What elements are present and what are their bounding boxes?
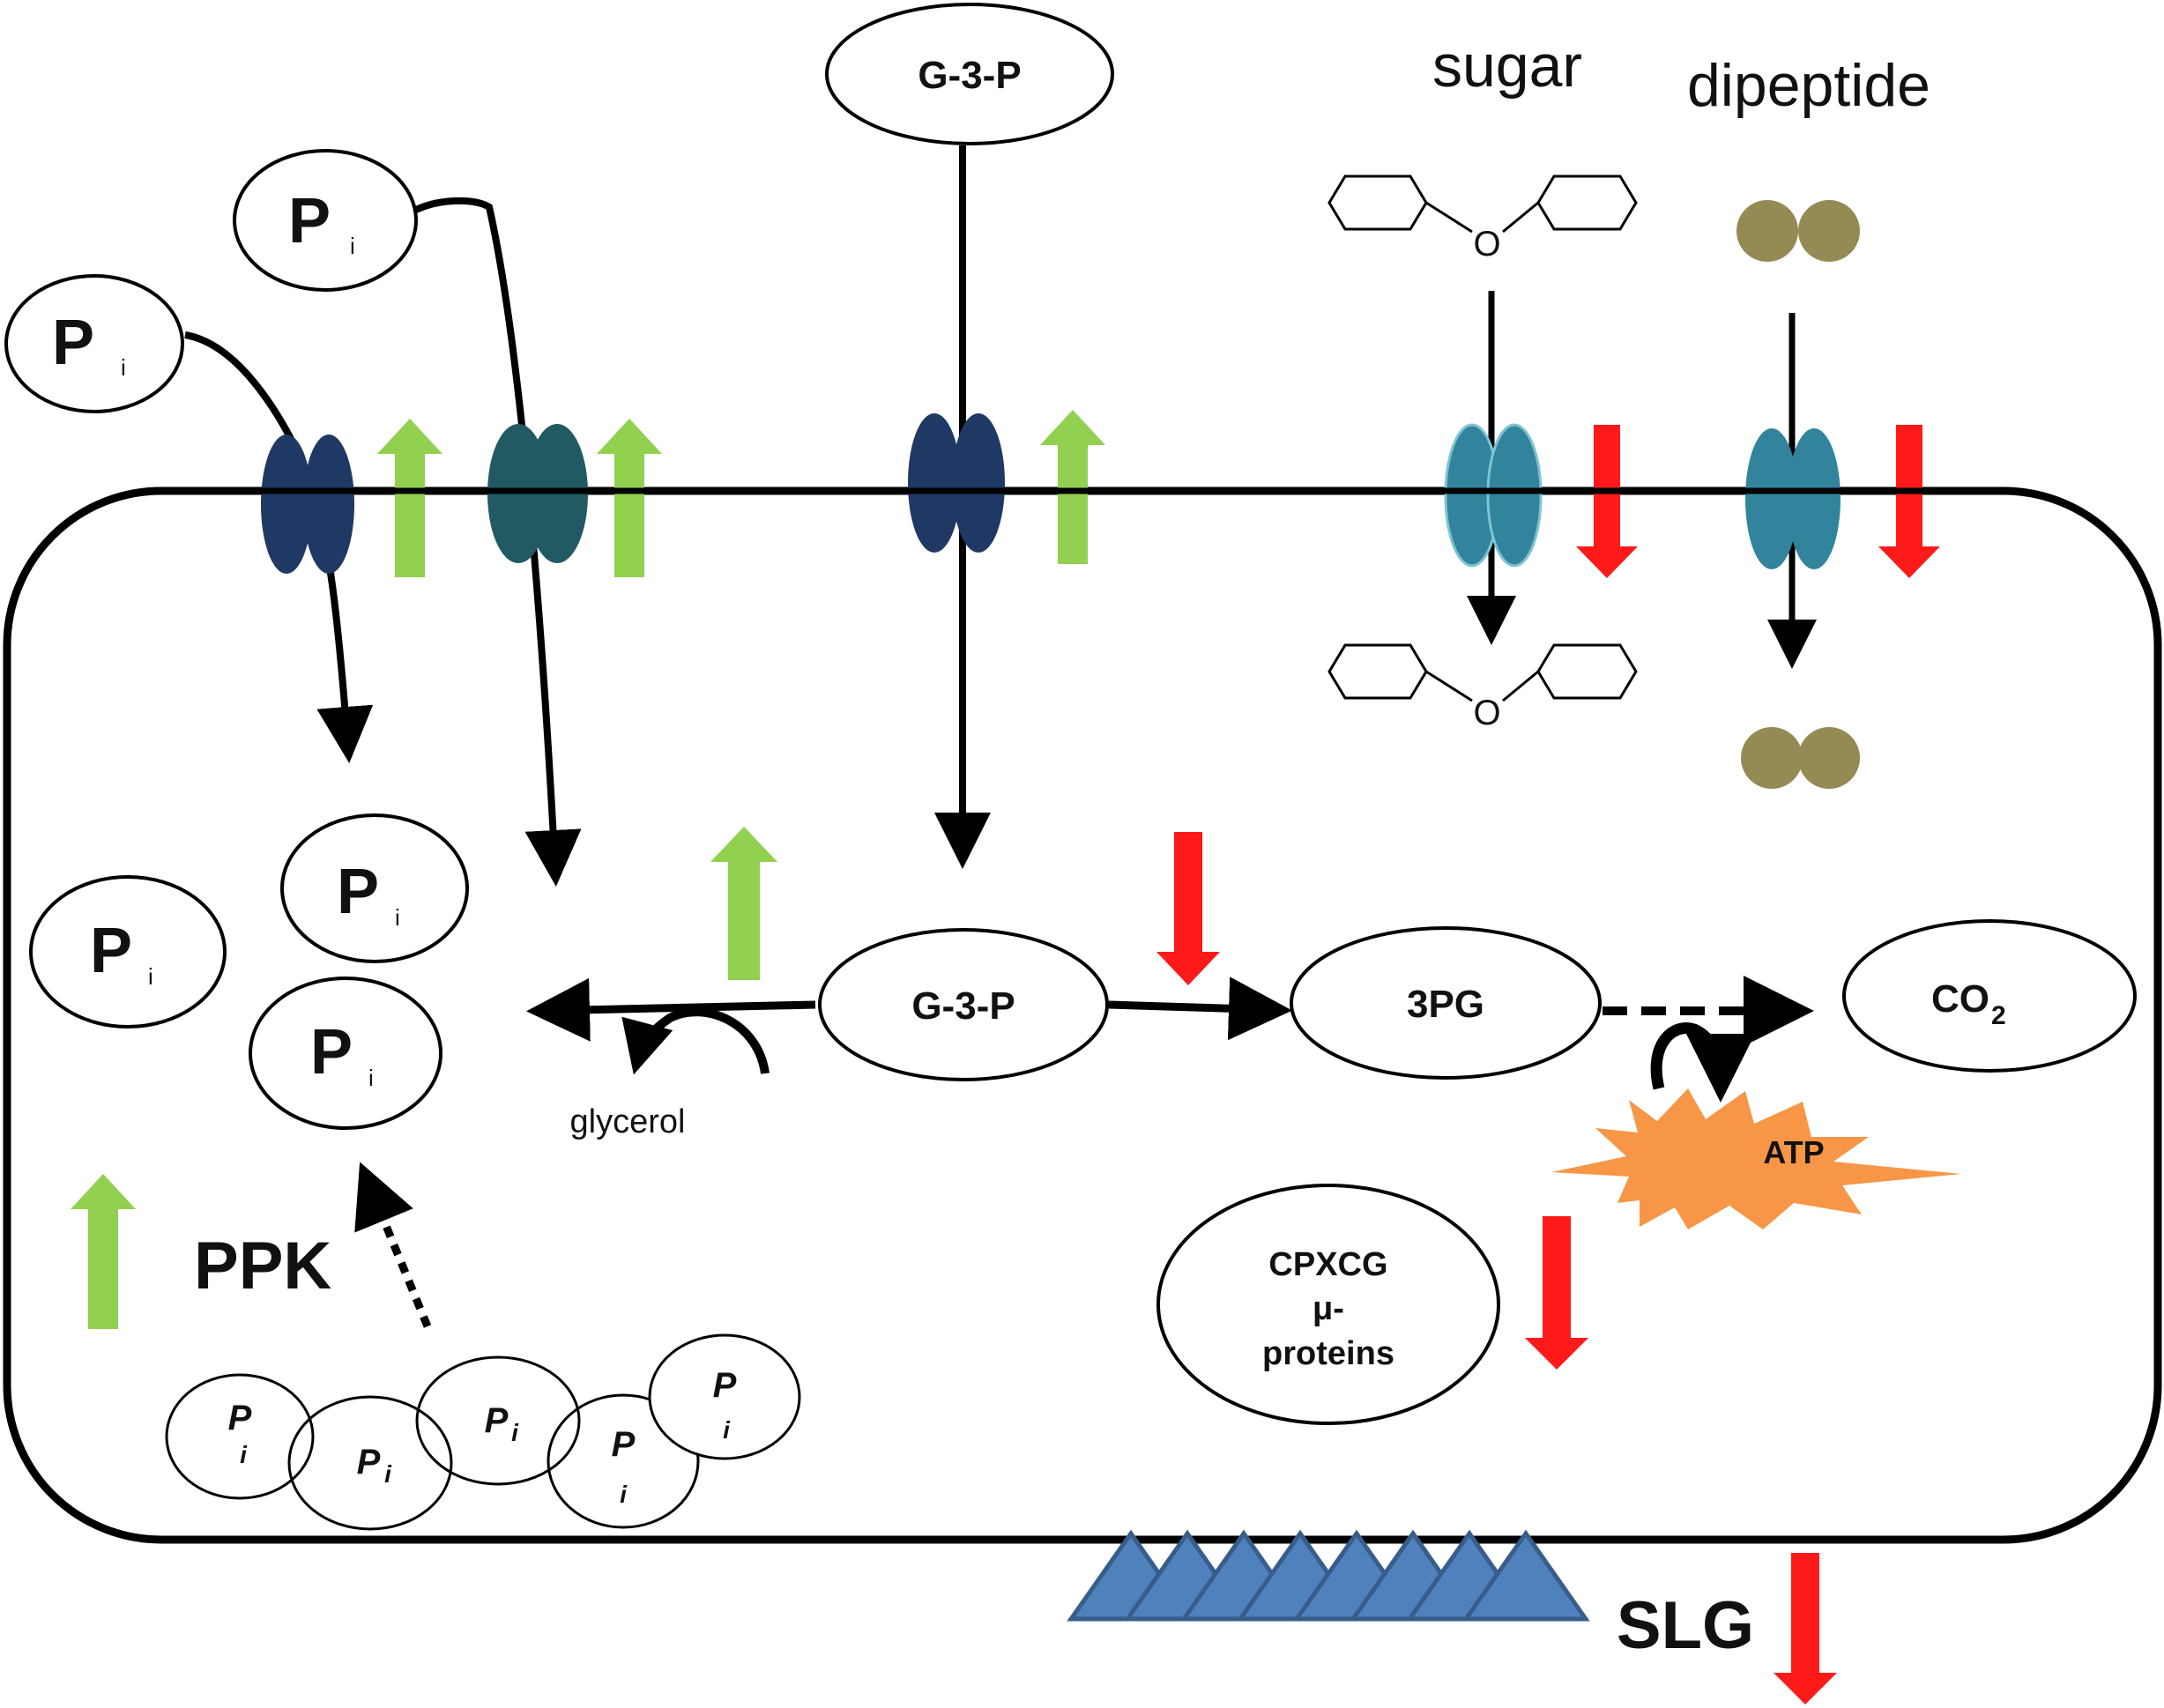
dipeptide-intracellular	[1741, 727, 1860, 789]
pi-subscript: i	[620, 1481, 628, 1508]
polyp-unit-4: P i	[547, 1393, 700, 1529]
down-arrow-sugar-transporter	[1576, 425, 1638, 578]
glycerol-release-arrow	[621, 1007, 770, 1075]
3pg-label: 3PG	[1407, 983, 1484, 1026]
dipeptide-extracellular	[1736, 200, 1860, 262]
atp-burst: ATP	[1551, 1088, 1961, 1229]
polyp-unit-1: P i	[165, 1373, 315, 1500]
polyphosphate-chain: P i P i P i P i P i	[165, 1333, 801, 1531]
cpxcg-label-line3: proteins	[1262, 1335, 1394, 1372]
sugar-transporter	[1444, 423, 1543, 568]
pi-subscript: i	[511, 1419, 519, 1446]
pi-subscript: i	[148, 963, 153, 990]
disaccharide-extracellular: O	[1327, 175, 1638, 264]
pi-subscript: i	[395, 904, 400, 931]
oxygen-label: O	[1473, 694, 1500, 732]
pi-subscript: i	[384, 1460, 392, 1488]
co2-node: CO 2	[1842, 919, 2137, 1073]
pi-intracellular-3: P i	[249, 977, 442, 1130]
glycerol-label: glycerol	[570, 1103, 686, 1140]
down-arrow-dipeptide-transporter	[1878, 425, 1940, 578]
atp-release-arrow	[1650, 1022, 1755, 1103]
g3p-label: G-3-P	[911, 984, 1015, 1028]
up-arrow-ppk	[71, 1174, 136, 1329]
slg-label: SLG	[1617, 1588, 1754, 1663]
pi-label: P	[310, 1017, 353, 1088]
sugar-label: sugar	[1432, 33, 1582, 100]
polyp-unit-3: P i	[415, 1355, 581, 1486]
g3p-label: G-3-P	[918, 54, 1021, 97]
g3p-extracellular: G-3-P	[825, 3, 1114, 145]
oxygen-label: O	[1473, 225, 1500, 264]
pi-subscript: i	[121, 354, 126, 381]
dipeptide-label: dipeptide	[1687, 52, 1930, 119]
s-layer-glycoprotein	[1067, 1529, 1590, 1622]
pi-extracellular-2: P i	[233, 149, 418, 292]
polyp-unit-5: P i	[648, 1333, 801, 1460]
pi-subscript: i	[723, 1416, 731, 1444]
polyp-unit-2: P i	[287, 1395, 453, 1531]
co2-label: CO	[1931, 977, 1989, 1021]
arrow-to-3pg	[1108, 977, 1292, 1041]
pi-transport-arrow-2	[414, 197, 582, 887]
pi-label: P	[228, 1399, 252, 1437]
down-arrow-slg	[1774, 1553, 1837, 1704]
pi-extracellular-1: P i	[4, 274, 184, 413]
pi-intracellular-1: P i	[280, 813, 469, 963]
cpxcg-proteins: CPXCG μ- proteins	[1156, 1184, 1500, 1425]
ppk-dotted-arrow	[354, 1162, 432, 1328]
pi-label: P	[52, 308, 94, 378]
ppk-label: PPK	[194, 1229, 331, 1303]
up-arrow-glycerol-pathway	[710, 827, 777, 980]
co2-subscript: 2	[1991, 1001, 2006, 1030]
up-arrow-pi-transporter-2	[597, 419, 662, 577]
pi-subscript: i	[368, 1065, 374, 1091]
pi-label: P	[713, 1366, 737, 1405]
g3p-intracellular: G-3-P	[818, 928, 1109, 1081]
g3p-transporter	[908, 413, 1005, 553]
pi-subscript: i	[240, 1441, 248, 1468]
dipeptide-transporter	[1745, 428, 1841, 569]
pi-intracellular-2: P i	[29, 875, 227, 1029]
disaccharide-intracellular: O	[1327, 643, 1638, 732]
down-arrow-cpxcg	[1525, 1216, 1588, 1370]
pi-transporter-1	[261, 434, 354, 574]
pi-label: P	[485, 1401, 509, 1440]
pi-label: P	[612, 1425, 636, 1464]
arrow-to-pi	[526, 977, 816, 1042]
cpxcg-label-line2: μ-	[1313, 1290, 1344, 1327]
pi-subscript: i	[350, 233, 355, 259]
pi-label: P	[357, 1443, 381, 1482]
up-arrow-g3p-transporter	[1040, 410, 1105, 564]
3pg-node: 3PG	[1290, 926, 1602, 1080]
cpxcg-label-line1: CPXCG	[1268, 1246, 1387, 1283]
atp-label: ATP	[1763, 1134, 1824, 1170]
down-arrow-3pg-pathway	[1156, 832, 1220, 985]
pi-label: P	[337, 857, 379, 927]
up-arrow-pi-transporter-1	[377, 419, 442, 577]
pi-label: P	[90, 916, 132, 986]
pi-label: P	[288, 186, 331, 256]
